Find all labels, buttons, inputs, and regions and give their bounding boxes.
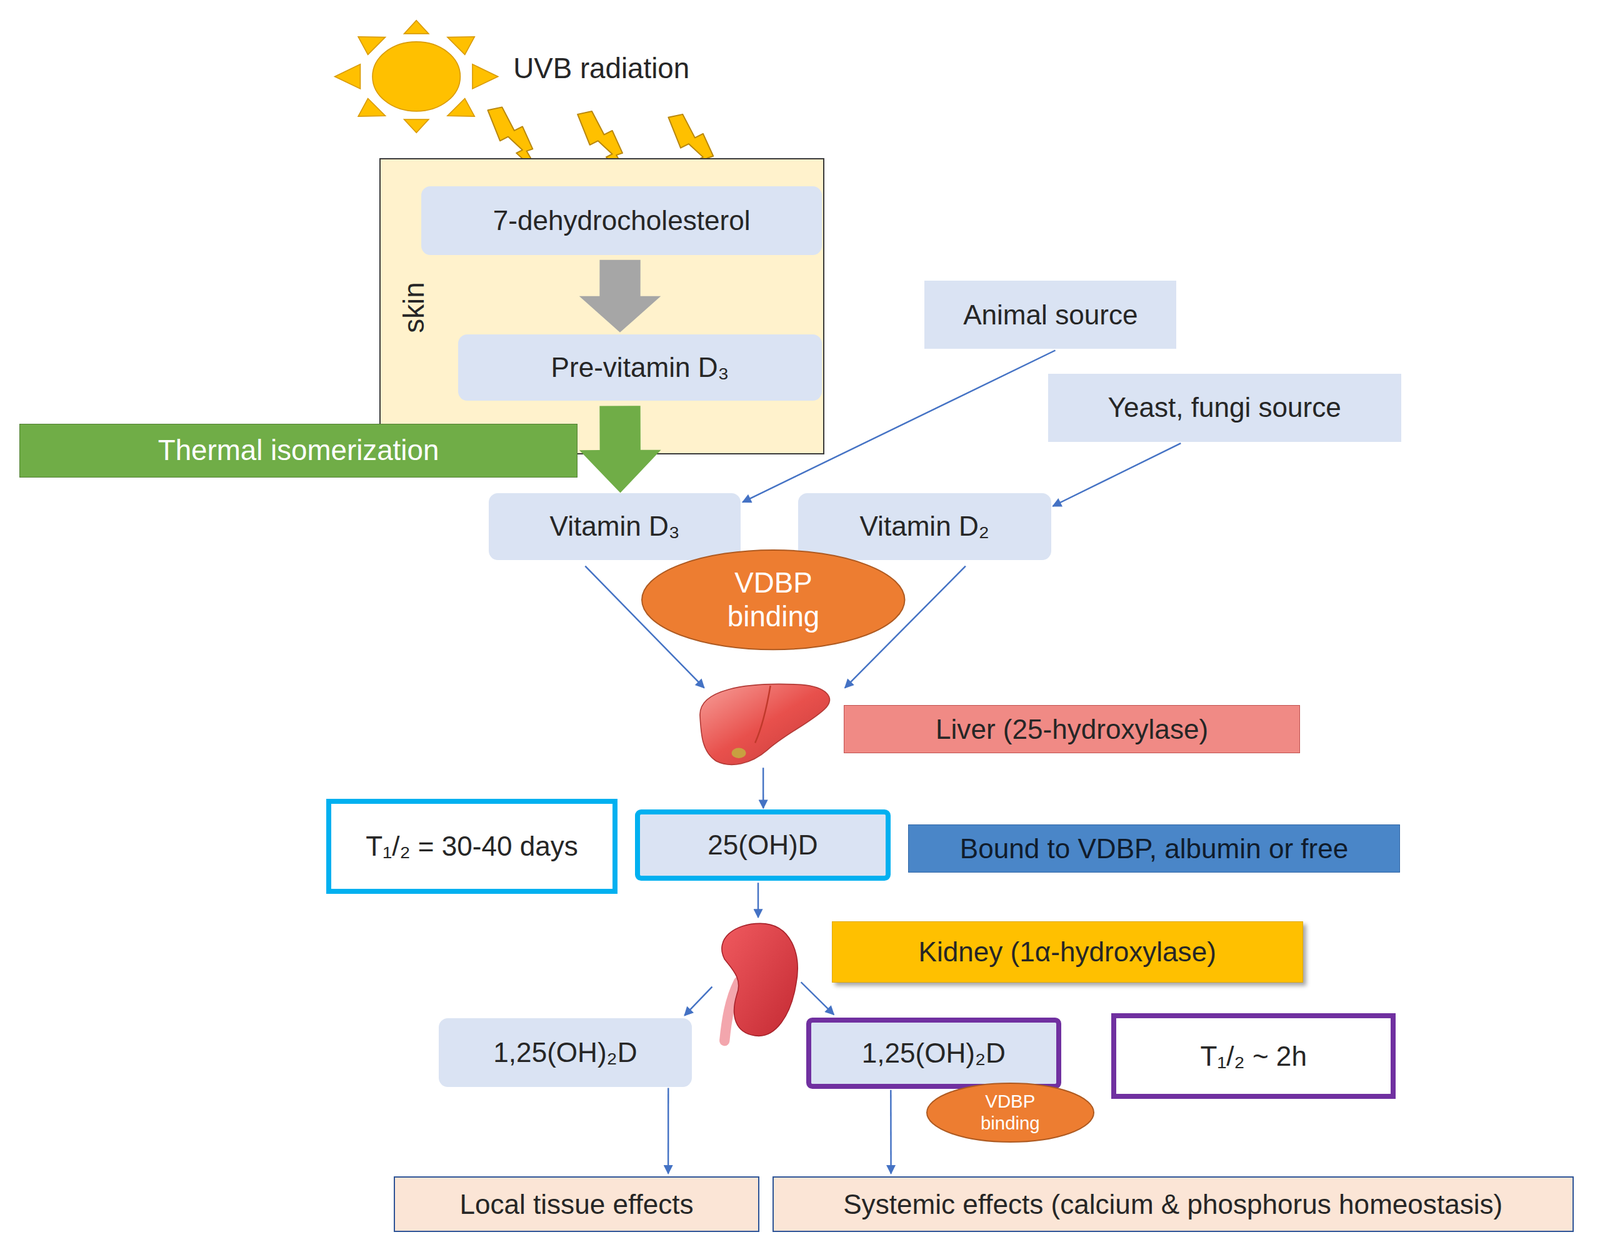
- kidney-organ: Kidney (1α-hydroxylase): [714, 918, 802, 1041]
- node-text: Pre-vitamin D₃: [546, 351, 734, 384]
- process-band: Thermal isomerization: [19, 423, 578, 479]
- flow-arrow: [684, 986, 712, 1016]
- compound-box: Vitamin D₃: [488, 493, 741, 561]
- sun-ray: [358, 36, 385, 55]
- node-text: Liver (25-hydroxylase): [843, 705, 1300, 754]
- compound-box: Pre-vitamin D₃: [458, 334, 823, 401]
- note-band: Bound to VDBP, albumin or free: [908, 824, 1400, 873]
- ellipse-shape: [641, 550, 905, 650]
- flow-arrow: [890, 1090, 892, 1174]
- node-text: 25(OH)D: [703, 828, 822, 862]
- kidney-shape: [721, 923, 798, 1036]
- flow-arrow: [801, 981, 835, 1015]
- sun-ray: [404, 119, 429, 133]
- effect-box: Local tissue effects: [393, 1176, 759, 1232]
- source-box: Animal source: [924, 280, 1177, 349]
- effect-box: Systemic effects (calcium & phosphorus h…: [772, 1176, 1574, 1232]
- node-text: T₁/₂ = 30-40 days: [361, 830, 583, 863]
- half-life-box: T₁/₂ = 30-40 days: [326, 798, 617, 894]
- sun-disc: [372, 41, 460, 112]
- node-text: Local tissue effects: [455, 1188, 698, 1221]
- sun-ray: [358, 98, 385, 117]
- sun-ray: [447, 98, 475, 117]
- metabolite-box: 1,25(OH)₂D: [806, 1017, 1062, 1089]
- sun-ray: [404, 20, 429, 34]
- liver-shape: [700, 683, 830, 765]
- half-life-box: T₁/₂ ~ 2h: [1111, 1013, 1397, 1099]
- flow-arrow: [845, 566, 966, 689]
- sun-ray: [335, 64, 361, 89]
- sun-ray: [447, 36, 475, 55]
- node-text: Systemic effects (calcium & phosphorus h…: [839, 1188, 1507, 1221]
- flow-arrow: [585, 566, 704, 689]
- flow-arrow: [757, 882, 759, 918]
- node-text: Animal source: [959, 298, 1142, 332]
- node-text: T₁/₂ ~ 2h: [1196, 1040, 1311, 1073]
- node-text: 1,25(OH)₂D: [857, 1036, 1010, 1070]
- kidney-illustration: [721, 923, 798, 1041]
- node-text: Yeast, fungi source: [1103, 391, 1345, 424]
- radiation-label: UVB radiation: [513, 45, 759, 92]
- node-text: Vitamin D₂: [855, 510, 994, 543]
- ellipse-shape: [926, 1083, 1094, 1142]
- liver-organ: Liver (25-hydroxylase): [693, 678, 847, 771]
- node-text: 1,25(OH)₂D: [489, 1036, 642, 1069]
- flow-arrow: [762, 767, 765, 809]
- liver-illustration: [700, 683, 830, 765]
- liver-ligament: [755, 685, 770, 743]
- node-text: VDBP binding: [969, 1090, 1052, 1134]
- node-text: 7-dehydrocholesterol: [488, 204, 755, 237]
- ellipse-outline: [640, 548, 906, 651]
- metabolite-box: 1,25(OH)₂D: [438, 1018, 692, 1087]
- flow-arrow: [667, 1087, 670, 1174]
- skin-region: skin 7-dehydrocholesterolPre-vitamin D₃: [379, 158, 825, 454]
- binding-ellipse: VDBP binding: [925, 1081, 1095, 1144]
- conversion-arrow: [579, 260, 662, 333]
- flow-arrow: [742, 350, 1055, 502]
- flow-arrow: [1053, 443, 1182, 507]
- node-text: skin: [397, 281, 432, 333]
- metabolite-box: 25(OH)D: [635, 809, 892, 881]
- node-text: Kidney (1α-hydroxylase): [831, 921, 1304, 983]
- sun-ray: [472, 64, 499, 89]
- binding-ellipse: VDBP binding: [640, 548, 906, 651]
- compound-box: Vitamin D₂: [798, 493, 1052, 561]
- node-text: VDBP binding: [706, 566, 840, 634]
- sun-symbol: [335, 20, 499, 134]
- isomerization-arrow: [579, 405, 662, 493]
- gallbladder: [731, 748, 747, 759]
- compound-box: 7-dehydrocholesterol: [421, 186, 823, 255]
- node-text: Vitamin D₃: [545, 510, 684, 543]
- node-text: Thermal isomerization: [153, 433, 444, 468]
- node-text: Bound to VDBP, albumin or free: [955, 832, 1353, 865]
- source-box: Yeast, fungi source: [1048, 373, 1402, 442]
